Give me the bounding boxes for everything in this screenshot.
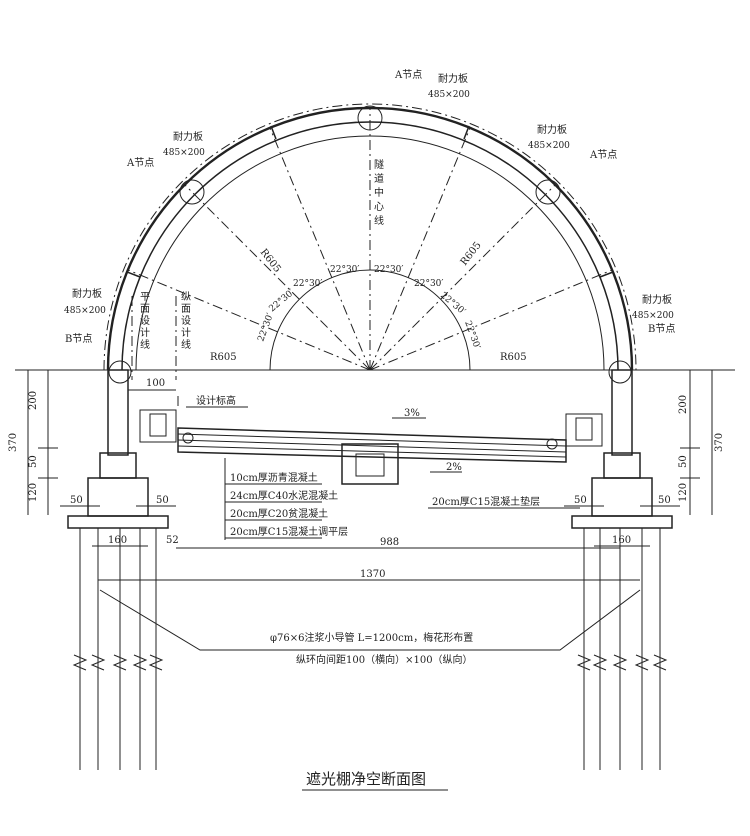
plate-label-right-low: 耐力板	[642, 293, 672, 306]
node-a-circle-right	[535, 179, 561, 205]
plane-design-line-text: 平面设计线	[140, 292, 150, 351]
angle-label-2: 22°30′	[374, 265, 403, 275]
pipe-note-2: 纵环向间距100（横向）×100（纵向）	[296, 653, 473, 666]
dim-50-b: 50	[156, 495, 169, 506]
cushion-note: 20cm厚C15混凝土垫层	[432, 495, 540, 508]
pipe-note-1: φ76×6注浆小导管 L=1200cm，梅花形布置	[270, 631, 473, 644]
plate-joints	[126, 125, 614, 278]
plate-label-top: 耐力板	[438, 72, 468, 85]
dim-52: 52	[166, 535, 179, 546]
plate-size-left-low: 485×200	[64, 306, 106, 316]
layer-3: 20cm厚C20贫混凝土	[230, 507, 328, 520]
dim-370-right: 370	[714, 433, 725, 452]
dim-120-right: 120	[678, 483, 689, 502]
piles-right	[576, 528, 668, 770]
dim-988: 988	[380, 537, 399, 548]
plane-design-line-label: 平面设计线	[140, 292, 150, 351]
pavement: 3% 2% 设计标高	[177, 394, 567, 485]
dim-200-right: 200	[678, 395, 689, 414]
node-b-circle-right	[608, 360, 632, 384]
dim-50-c: 50	[574, 495, 587, 506]
angle-label-4: 22°30′	[414, 279, 443, 289]
drawing-title: 遮光棚净空断面图	[306, 770, 426, 788]
layer-4: 20cm厚C15混凝土调平层	[230, 525, 348, 538]
layer-notes: 10cm厚沥青混凝土 24cm厚C40水泥混凝土 20cm厚C20贫混凝土 20…	[224, 458, 580, 540]
dim-50-left: 50	[28, 455, 39, 468]
radial-lines	[115, 108, 625, 371]
right-column	[565, 369, 673, 529]
dim-370-left: 370	[8, 433, 19, 452]
dim-160-right: 160	[612, 535, 631, 546]
node-a-circle-top	[357, 105, 383, 131]
arch-dim-line	[103, 103, 637, 371]
node-a-label-left: A节点	[126, 157, 154, 169]
angle-label-1: 22°30′	[330, 265, 359, 275]
profile-design-line-label: 纵面设计线	[181, 291, 191, 351]
center-line-label-text: 隧道中心线	[374, 158, 384, 227]
profile-design-line-text: 纵面设计线	[181, 291, 191, 351]
dimensions: 200 50 120 370 200 50 120 370 100 50 50 …	[8, 370, 725, 581]
angle-arc	[269, 269, 471, 371]
pipe-leader	[99, 589, 641, 651]
node-a-label-top: A节点	[394, 69, 422, 81]
slope-label-3: 3%	[404, 408, 420, 419]
piles-left	[72, 528, 164, 770]
radius-label-h-right: R605	[500, 352, 527, 363]
dim-50-a: 50	[70, 495, 83, 506]
angle-label-7: 22°30′	[256, 312, 275, 343]
plate-label-left-low: 耐力板	[72, 287, 102, 300]
node-b-label-left: B节点	[65, 333, 92, 345]
dim-50-d: 50	[658, 495, 671, 506]
plate-size-left: 485×200	[163, 148, 205, 158]
node-b-circle-left	[108, 360, 132, 384]
dim-200-left: 200	[28, 391, 39, 410]
radius-label-right: R605	[459, 240, 484, 268]
center-line-label: 隧道中心线	[374, 158, 384, 227]
dim-1370: 1370	[360, 569, 385, 580]
plate-label-left: 耐力板	[173, 130, 203, 143]
angle-label-5: 22°30′	[268, 288, 297, 315]
plate-size-top: 485×200	[428, 90, 470, 100]
node-b-label-right: B节点	[648, 323, 675, 335]
radius-label-h-left: R605	[210, 352, 237, 363]
angle-label-3: 22°30′	[293, 279, 322, 289]
slope-label-2: 2%	[446, 462, 462, 473]
design-elev-label: 设计标高	[196, 394, 236, 407]
dim-160-left: 160	[108, 535, 127, 546]
dim-100: 100	[146, 378, 165, 389]
arch-structure	[15, 103, 735, 384]
dim-50-right: 50	[678, 455, 689, 468]
plate-label-right: 耐力板	[537, 123, 567, 136]
dim-120-left: 120	[28, 483, 39, 502]
left-column	[67, 369, 177, 529]
layer-1: 10cm厚沥青混凝土	[230, 471, 318, 484]
node-a-circle-left	[179, 179, 205, 205]
plate-size-right-low: 485×200	[632, 311, 674, 321]
plate-size-right: 485×200	[528, 141, 570, 151]
angle-label-8: 22°30′	[462, 320, 481, 351]
node-a-label-right: A节点	[589, 149, 617, 161]
layer-2: 24cm厚C40水泥混凝土	[230, 489, 338, 502]
